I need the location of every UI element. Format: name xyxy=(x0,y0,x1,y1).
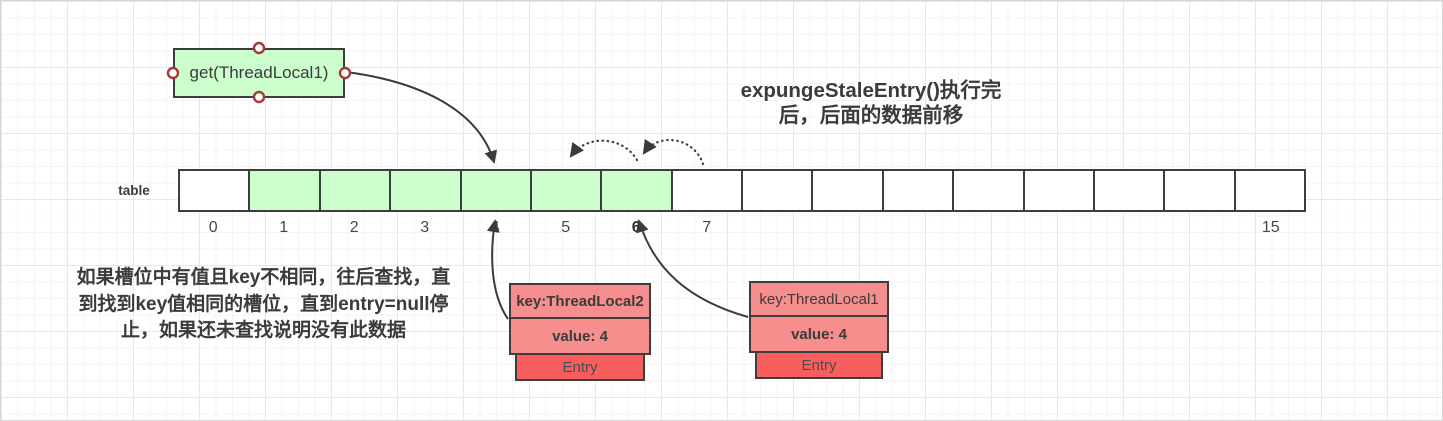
entry1-footer-row[interactable]: Entry xyxy=(755,351,883,379)
index-label-4: 4 xyxy=(490,219,500,236)
index-label-1: 1 xyxy=(279,219,289,236)
index-label-5: 5 xyxy=(561,219,571,236)
entry1-value-row[interactable]: value: 4 xyxy=(749,315,889,353)
index-label-0: 0 xyxy=(208,219,218,236)
table-cell-6[interactable] xyxy=(602,171,673,210)
table-cell-15[interactable] xyxy=(1235,171,1304,210)
array-table xyxy=(178,169,1306,212)
index-label-row: 0 1 2 3 4 5 6 7 15 xyxy=(178,219,1306,239)
note-line-1: 如果槽位中有值且key不相同，往后查找，直 xyxy=(76,267,451,288)
entry2-key-row[interactable]: key:ThreadLocal2 xyxy=(509,283,651,319)
table-cell-0[interactable] xyxy=(180,171,251,210)
index-label-15: 15 xyxy=(1261,219,1280,236)
entry2-value-row[interactable]: value: 4 xyxy=(509,317,651,355)
title-line-2: 后，后面的数据前移 xyxy=(778,104,964,127)
get-threadlocal1-box[interactable]: get(ThreadLocal1) xyxy=(173,48,345,98)
index-label-7: 7 xyxy=(702,219,712,236)
shift-arc-6-to-5[interactable] xyxy=(569,139,639,162)
index-label-6: 6 xyxy=(631,219,641,236)
get-threadlocal1-label: get(ThreadLocal1) xyxy=(189,63,329,82)
table-label: table xyxy=(118,183,150,198)
table-cell-11[interactable] xyxy=(954,171,1025,210)
title-text: expungeStaleEntry()执行完 后，后面的数据前移 xyxy=(661,78,1081,128)
table-cell-3[interactable] xyxy=(391,171,462,210)
note-text: 如果槽位中有值且key不相同，往后查找，直 到找到key值相同的槽位，直到ent… xyxy=(36,265,491,345)
note-line-3: 止，如果还未查找说明没有此数据 xyxy=(120,320,406,341)
note-line-2: 到找到key值相同的槽位，直到entry=null停 xyxy=(78,293,449,315)
table-cell-10[interactable] xyxy=(883,171,955,210)
table-cell-7[interactable] xyxy=(672,171,743,210)
shift-arc-7-to-6[interactable] xyxy=(642,138,705,166)
entry-box-threadlocal2[interactable]: key:ThreadLocal2 value: 4 Entry xyxy=(509,283,651,381)
table-cell-9[interactable] xyxy=(813,171,884,210)
table-cell-8[interactable] xyxy=(743,171,814,210)
table-cell-14[interactable] xyxy=(1165,171,1236,210)
index-label-3: 3 xyxy=(420,219,430,236)
table-cell-13[interactable] xyxy=(1094,171,1166,210)
entry-box-threadlocal1[interactable]: key:ThreadLocal1 value: 4 Entry xyxy=(749,281,889,379)
table-cell-1[interactable] xyxy=(250,171,321,210)
entry2-footer-row[interactable]: Entry xyxy=(515,353,645,381)
table-cell-12[interactable] xyxy=(1024,171,1095,210)
arrow-get-to-cell4[interactable] xyxy=(345,71,498,164)
entry1-key-row[interactable]: key:ThreadLocal1 xyxy=(749,281,889,317)
index-label-2: 2 xyxy=(349,219,359,236)
table-cell-5[interactable] xyxy=(531,171,603,210)
title-line-1: expungeStaleEntry()执行完 xyxy=(740,79,1002,102)
table-cell-2[interactable] xyxy=(320,171,392,210)
table-cell-4[interactable] xyxy=(461,171,532,210)
